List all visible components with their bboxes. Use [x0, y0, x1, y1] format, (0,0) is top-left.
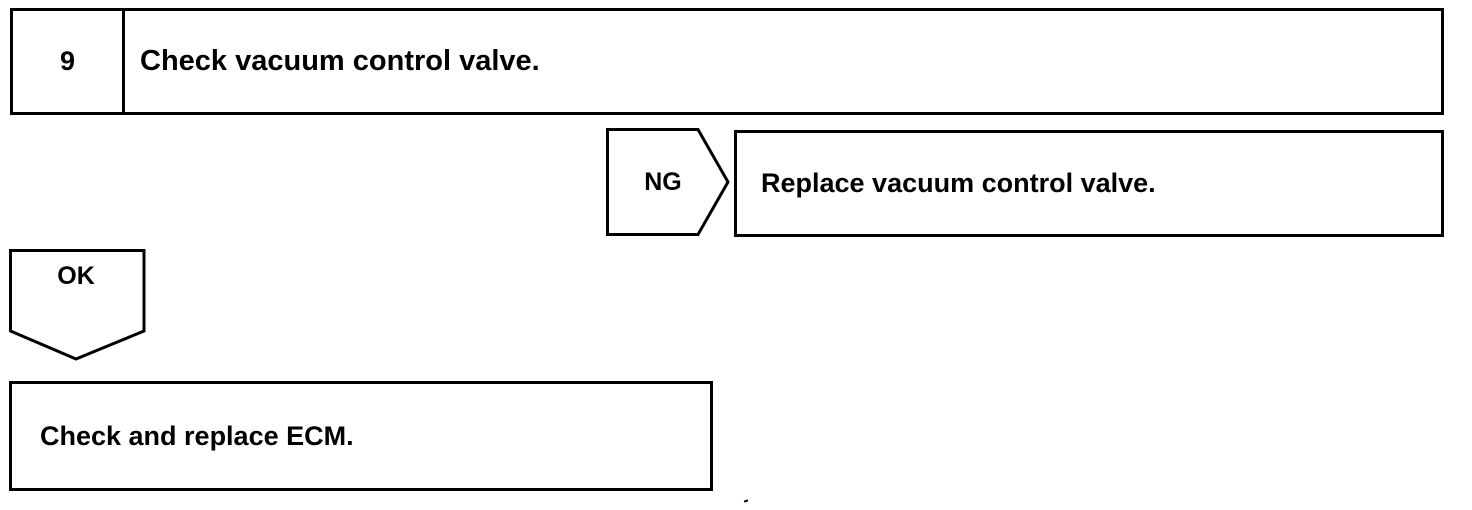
ng-label: NG: [644, 167, 682, 196]
step-box: 9 Check vacuum control valve.: [10, 8, 1444, 115]
scan-speck: [743, 499, 749, 503]
step-number: 9: [13, 11, 125, 112]
ok-action-text: Check and replace ECM.: [40, 420, 354, 451]
ng-action-text: Replace vacuum control valve.: [761, 168, 1156, 198]
step-title: Check vacuum control valve.: [140, 45, 540, 77]
ok-label: OK: [57, 262, 95, 290]
ng-arrow-shape: [606, 128, 730, 236]
ok-action-box: Check and replace ECM.: [9, 381, 713, 491]
ok-arrow-shape: [9, 249, 146, 361]
ng-action-box: Replace vacuum control valve.: [734, 130, 1444, 237]
